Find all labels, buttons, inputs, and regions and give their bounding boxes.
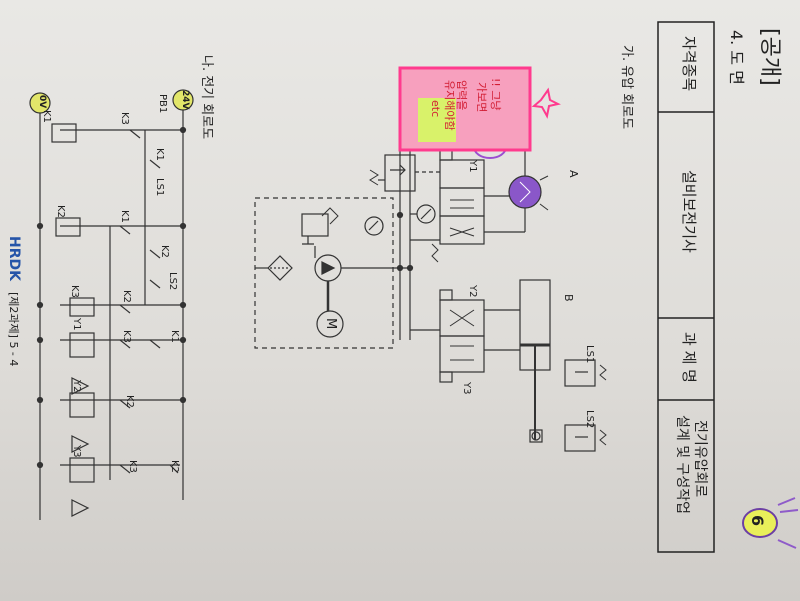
label-k2-coil: K2 [55,205,66,218]
note-line-2: 가보면 [475,82,488,113]
label-y3-coil: Y3 [71,445,82,458]
label-k1-contact-2: K1 [119,210,130,223]
electric-circuit [29,89,194,520]
label-k2-contact-1: K2 [159,245,170,258]
table-col-qualification: 자격종목 [680,36,698,92]
page-badge [742,497,799,549]
table-col-task: 과 제 명 [680,332,698,383]
label-k3-contact-3: K3 [127,460,138,473]
hydraulic-circuit [254,149,607,452]
label-ls2-contact: LS2 [167,272,178,291]
label-k2-contact-4: K2 [169,460,180,473]
table-col-task-name-1: 전기유압회로 [692,420,708,498]
label-k3-coil: K3 [69,285,80,298]
footer-page: [제2과제] 5 - 4 [7,292,20,367]
label-k1-contact-1: K1 [154,148,165,161]
label-k2-contact-2: K2 [121,290,132,303]
label-pb1: PB1 [157,94,168,114]
note-line-4: 유지해야함 [443,80,456,131]
label-ls2-switch: LS2 [584,410,595,429]
footer-brand: HRDK [6,236,22,281]
section-hydraulic: 가. 유압 회로도 [619,45,634,130]
public-title: [공개] [757,28,782,86]
table-col-title: 설비보전기사 [680,170,698,253]
section-title: 4. 도 면 [727,30,746,85]
sticky-note [398,66,532,152]
label-motor-a: A [567,170,580,178]
label-y2: Y2 [467,285,478,298]
label-k3-contact-2: K3 [121,330,132,343]
label-k1-coil: K1 [41,110,52,123]
label-k1-contact-3: K1 [169,330,180,343]
note-line-5: etc [429,100,442,118]
label-y1-coil: Y1 [71,318,82,331]
label-24v: 24V [180,90,190,110]
label-ls1-contact: LS1 [154,178,165,197]
label-y3: Y3 [461,382,472,395]
label-cylinder-b: B [562,294,575,302]
label-0v: 0V [37,95,47,109]
label-y2-coil: Y2 [71,380,82,393]
label-motor-m: M [323,318,338,330]
label-y1: Y1 [467,160,478,173]
label-ls1-switch: LS1 [584,345,595,364]
header-table [657,21,715,553]
section-electric: 나. 전기 회로도 [199,55,214,140]
label-k3-contact-1: K3 [119,112,130,125]
note-line-1: !! 그냥 [489,78,502,111]
table-col-task-name-2: 설계 및 구성작업 [674,415,690,515]
label-k2-contact-3: K2 [124,395,135,408]
page-badge-number: 6 [748,515,767,527]
